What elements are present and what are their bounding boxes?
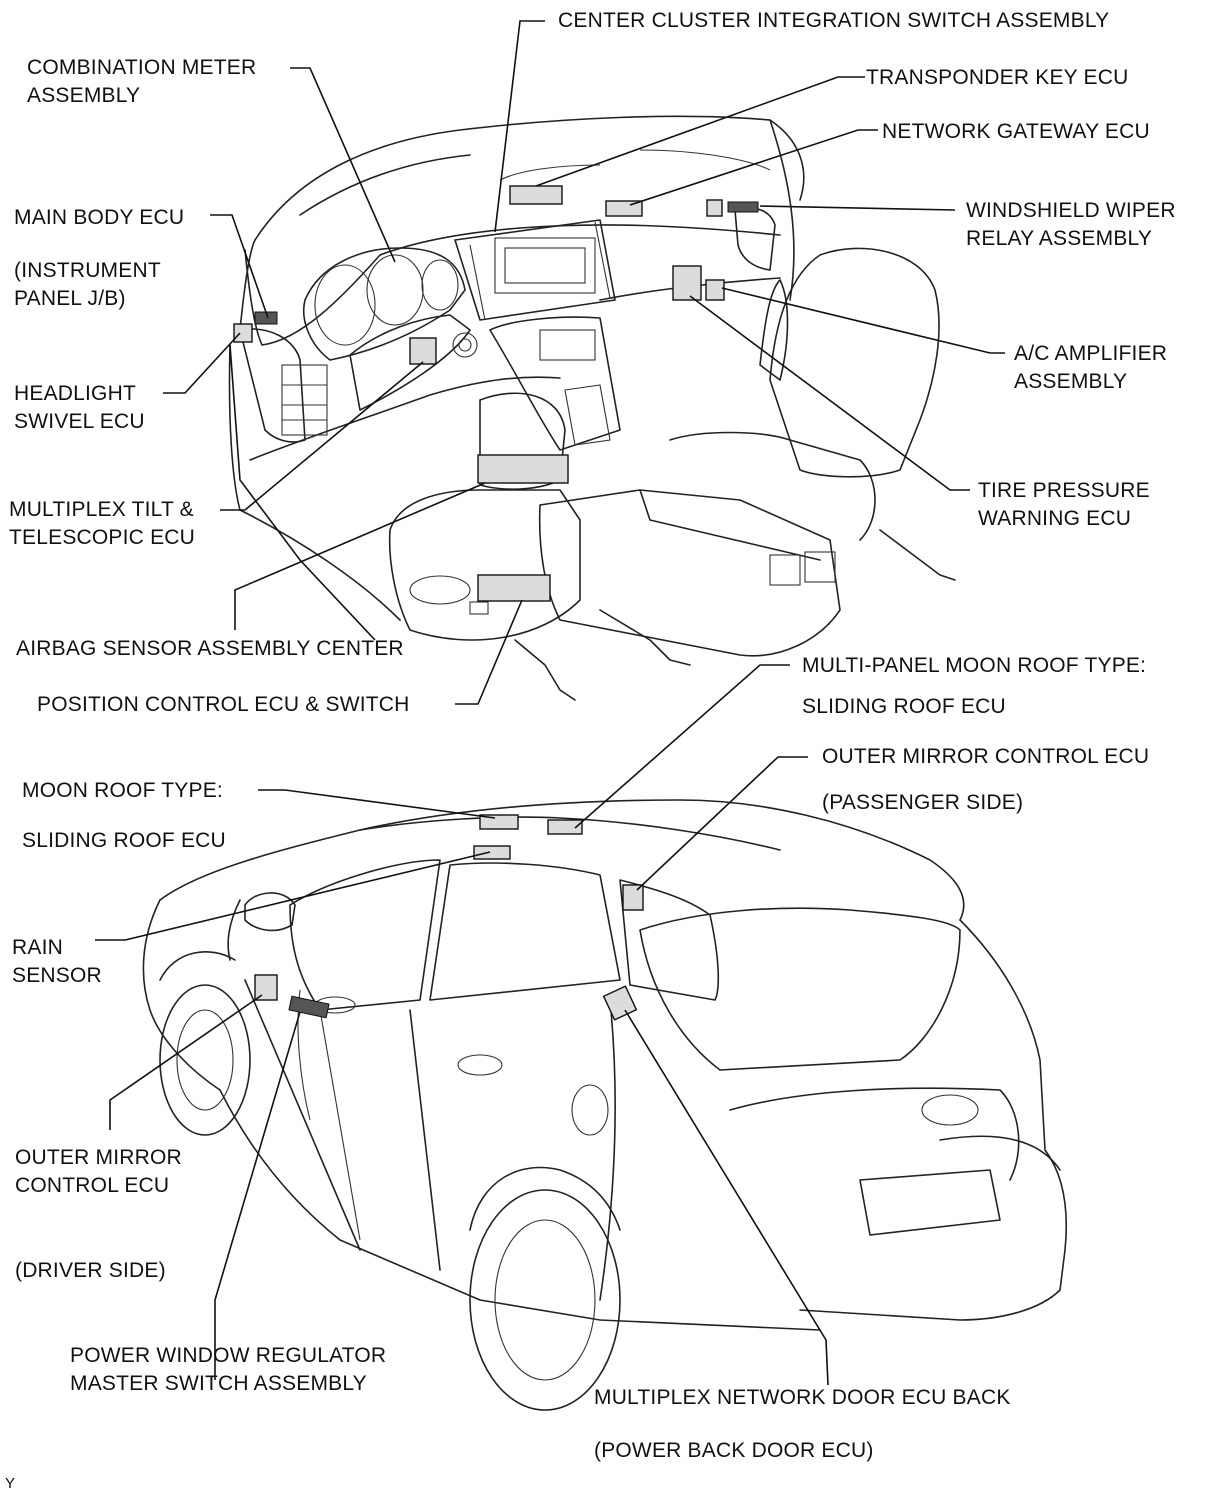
label-instrument-panel-1: (INSTRUMENT: [14, 259, 161, 282]
outer-mirror-pass-marker: [622, 884, 644, 911]
airbag-sensor-marker: [477, 454, 569, 484]
label-back-door-1: MULTIPLEX NETWORK DOOR ECU BACK: [594, 1386, 1011, 1409]
label-position-control: POSITION CONTROL ECU & SWITCH: [37, 693, 410, 716]
label-combination-meter-2: ASSEMBLY: [27, 84, 141, 107]
label-multi-panel-1: MULTI-PANEL MOON ROOF TYPE:: [802, 654, 1147, 677]
label-outer-mirror-drv-3: (DRIVER SIDE): [15, 1259, 166, 1282]
tire-pressure-marker: [705, 279, 725, 301]
label-moon-roof-2: SLIDING ROOF ECU: [22, 829, 226, 852]
ecu-markers-exterior: [254, 814, 644, 1021]
label-instrument-panel-2: PANEL J/B): [14, 287, 126, 310]
label-main-body-ecu: MAIN BODY ECU: [14, 206, 185, 229]
label-wiper-relay-2: RELAY ASSEMBLY: [966, 227, 1153, 250]
label-combination-meter-1: COMBINATION METER: [27, 56, 257, 79]
headlight-swivel-marker: [233, 323, 253, 343]
vehicle-exterior-illustration: [142, 799, 1068, 1411]
label-network-gateway: NETWORK GATEWAY ECU: [882, 120, 1150, 143]
corner-mark: Y: [5, 1475, 16, 1492]
label-outer-mirror-pass-2: (PASSENGER SIDE): [822, 791, 1024, 814]
wiper-relay-marker: [706, 199, 723, 217]
label-multi-panel-2: SLIDING ROOF ECU: [802, 695, 1006, 718]
label-headlight-swivel-2: SWIVEL ECU: [14, 410, 145, 433]
label-tire-pressure-1: TIRE PRESSURE: [978, 479, 1150, 502]
back-door-ecu-marker: [602, 985, 638, 1021]
label-outer-mirror-drv-1: OUTER MIRROR: [15, 1146, 182, 1169]
outer-mirror-drv-marker: [254, 974, 278, 1001]
label-headlight-swivel-1: HEADLIGHT: [14, 382, 136, 405]
ecu-markers-interior: [233, 185, 759, 602]
label-tire-pressure-2: WARNING ECU: [978, 507, 1132, 530]
label-ac-amplifier-1: A/C AMPLIFIER: [1014, 342, 1168, 365]
tilt-telescopic-marker: [409, 337, 437, 365]
label-rain-sensor-2: SENSOR: [12, 964, 102, 987]
label-power-window-1: POWER WINDOW REGULATOR: [70, 1344, 387, 1367]
label-ac-amplifier-2: ASSEMBLY: [1014, 370, 1128, 393]
label-outer-mirror-drv-2: CONTROL ECU: [15, 1174, 170, 1197]
leader-lines: [95, 20, 1005, 1386]
power-window-switch-marker: [288, 995, 330, 1019]
vehicle-interior-illustration: [228, 115, 956, 701]
wiper-relay-marker-2: [727, 201, 759, 213]
multi-panel-roof-ecu-marker: [547, 819, 583, 835]
moon-roof-ecu-marker: [479, 814, 519, 830]
rain-sensor-marker: [473, 845, 511, 860]
label-back-door-2: (POWER BACK DOOR ECU): [594, 1439, 874, 1462]
label-transponder-key: TRANSPONDER KEY ECU: [866, 66, 1129, 89]
label-airbag-sensor: AIRBAG SENSOR ASSEMBLY CENTER: [16, 637, 404, 660]
label-power-window-2: MASTER SWITCH ASSEMBLY: [70, 1372, 367, 1395]
label-rain-sensor-1: RAIN: [12, 936, 63, 959]
position-control-marker: [477, 574, 551, 602]
label-wiper-relay-1: WINDSHIELD WIPER: [966, 199, 1176, 222]
transponder-key-ecu-marker: [509, 185, 563, 205]
label-center-cluster: CENTER CLUSTER INTEGRATION SWITCH ASSEMB…: [558, 9, 1110, 32]
label-tilt-telescopic-2: TELESCOPIC ECU: [9, 526, 196, 549]
label-outer-mirror-pass-1: OUTER MIRROR CONTROL ECU: [822, 745, 1150, 768]
label-moon-roof-1: MOON ROOF TYPE:: [22, 779, 223, 802]
ac-amplifier-marker: [672, 265, 702, 301]
label-tilt-telescopic-1: MULTIPLEX TILT &: [9, 498, 194, 521]
